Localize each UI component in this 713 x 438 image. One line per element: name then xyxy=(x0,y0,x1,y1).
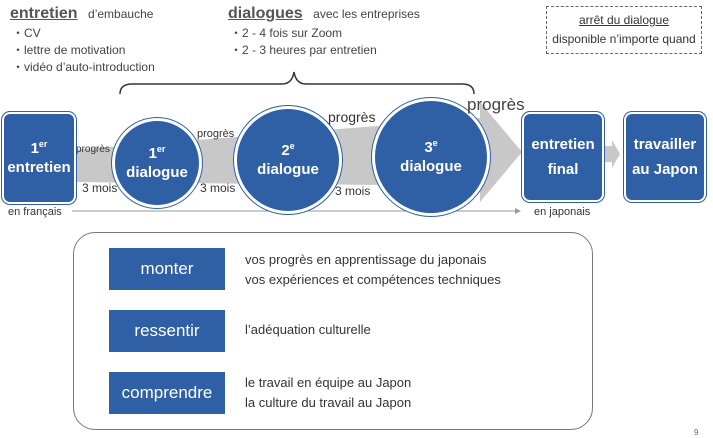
lang-right-label: en japonais xyxy=(534,206,591,218)
lang-left-label: en français xyxy=(8,206,62,218)
curly-brace xyxy=(119,71,475,95)
dialogues-title: dialogues xyxy=(228,5,303,22)
duration-label-3: 3 mois xyxy=(335,184,371,198)
final-interview-line1: entretien xyxy=(531,135,595,153)
dialogue-2-label: dialogue xyxy=(257,160,319,178)
page-number: 9 xyxy=(694,428,699,437)
dialogue-3-circle: 3e dialogue xyxy=(372,98,490,216)
progress-label-2: progrès xyxy=(197,128,235,140)
criteria-desc-ressentir: l’adéquation culturelle xyxy=(245,320,371,340)
small-arrow xyxy=(604,140,620,168)
entretien-subtitle: d’embauche xyxy=(88,7,154,21)
criteria-desc-comprendre: le travail en équipe au Japon la culture… xyxy=(245,373,411,413)
entretien-title: entretien xyxy=(10,5,78,22)
progress-label-3: progrès xyxy=(328,109,376,125)
stop-note-box: arrêt du dialogue disponible n’importe q… xyxy=(546,6,702,54)
duration-label-1: 3 mois xyxy=(82,181,118,195)
list-item: vidéo d’auto-introduction xyxy=(12,59,155,76)
desc-line: vos progrès en apprentissage du japonais xyxy=(245,252,487,267)
entretien-list: CV lettre de motivation vidéo d’auto-int… xyxy=(12,25,155,76)
dialogue-3-label: dialogue xyxy=(400,157,462,175)
dialogues-header: dialogues avec les entreprises xyxy=(228,5,420,23)
desc-line: le travail en équipe au Japon xyxy=(245,375,412,390)
desc-line: la culture du travail au Japon xyxy=(245,395,412,410)
verb-comprendre: comprendre xyxy=(109,372,225,414)
progress-label-1: progrès xyxy=(76,144,110,155)
verb-monter: monter xyxy=(109,248,225,290)
final-interview-box: entretien final xyxy=(522,112,604,202)
progress-label-4: progrès xyxy=(467,95,525,114)
list-item: CV xyxy=(12,25,155,42)
desc-line: vos expériences et compétences technique… xyxy=(245,272,501,287)
dialogues-list: 2 - 4 fois sur Zoom 2 - 3 heures par ent… xyxy=(230,25,377,59)
stop-note-line1: arrêt du dialogue xyxy=(578,13,670,27)
dialogue-3-number: 3e xyxy=(424,137,438,156)
work-japan-box: travailler au Japon xyxy=(624,112,706,202)
desc-line: l’adéquation culturelle xyxy=(245,322,371,337)
final-interview-line2: final xyxy=(547,161,579,178)
work-japan-line2: au Japon xyxy=(632,161,698,178)
dialogue-1-label: dialogue xyxy=(126,163,188,181)
dialogue-1-number: 1er xyxy=(148,143,166,162)
dialogue-2-number: 2e xyxy=(281,140,295,159)
work-japan-line1: travailler xyxy=(633,135,697,153)
stop-note-line2: disponible n’importe quand xyxy=(552,32,696,46)
language-line-head xyxy=(515,208,521,214)
verb-ressentir: ressentir xyxy=(109,310,225,352)
criteria-desc-monter: vos progrès en apprentissage du japonais… xyxy=(245,250,501,290)
dialogue-2-circle: 2e dialogue xyxy=(234,106,342,214)
dialogue-1-circle: 1er dialogue xyxy=(112,118,202,208)
duration-label-2: 3 mois xyxy=(200,181,236,195)
list-item: 2 - 3 heures par entretien xyxy=(230,42,377,59)
dialogues-subtitle: avec les entreprises xyxy=(313,7,420,21)
first-interview-box: 1er entretien xyxy=(2,112,76,204)
first-interview-number: 1er xyxy=(30,138,48,157)
list-item: lettre de motivation xyxy=(12,42,155,59)
first-interview-label: entretien xyxy=(7,158,71,176)
entretien-header: entretien d’embauche xyxy=(10,5,153,23)
list-item: 2 - 4 fois sur Zoom xyxy=(230,25,377,42)
